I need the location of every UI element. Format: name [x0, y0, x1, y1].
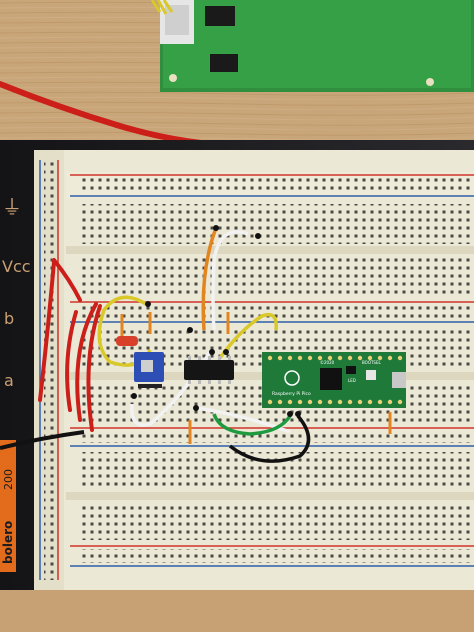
breadboard [34, 150, 474, 590]
green-wire [212, 413, 292, 436]
pico-bootsel-label: BOOTSEL [362, 360, 381, 365]
raspberry-pi-pico: Raspberry Pi Pico ©2020 LED BOOTSEL [262, 352, 406, 408]
table-bottom [0, 590, 474, 632]
sticker-brand: bolero [1, 521, 15, 564]
sticker-number: 200 [2, 469, 15, 490]
orange-sticker: bolero 200 [0, 440, 16, 572]
black-wire-pico [228, 414, 311, 463]
orange-leads [120, 312, 392, 444]
b-label: b [4, 309, 14, 328]
wire-ends [131, 225, 301, 417]
ic-chip [184, 356, 234, 384]
red-capacitor [116, 336, 138, 346]
black-wire-left [0, 430, 85, 450]
side-panel-markings: ⏚ Vcc b a [2, 195, 31, 390]
white-wire-long [195, 406, 291, 434]
a-label: a [4, 371, 14, 390]
vcc-label: Vcc [2, 257, 31, 276]
yellow-wire-right [218, 312, 278, 360]
raspberry-logo-icon [284, 370, 300, 386]
gnd-symbol: ⏚ [2, 195, 22, 219]
sensor-module [134, 352, 164, 388]
red-jumpers [38, 258, 102, 432]
green-pcb [150, 0, 474, 92]
orange-wire [201, 227, 218, 331]
white-wire-top [211, 230, 249, 331]
pico-year: ©2020 [320, 360, 335, 365]
pico-label: Raspberry Pi Pico [272, 391, 311, 397]
pico-led-label: LED [348, 378, 356, 383]
